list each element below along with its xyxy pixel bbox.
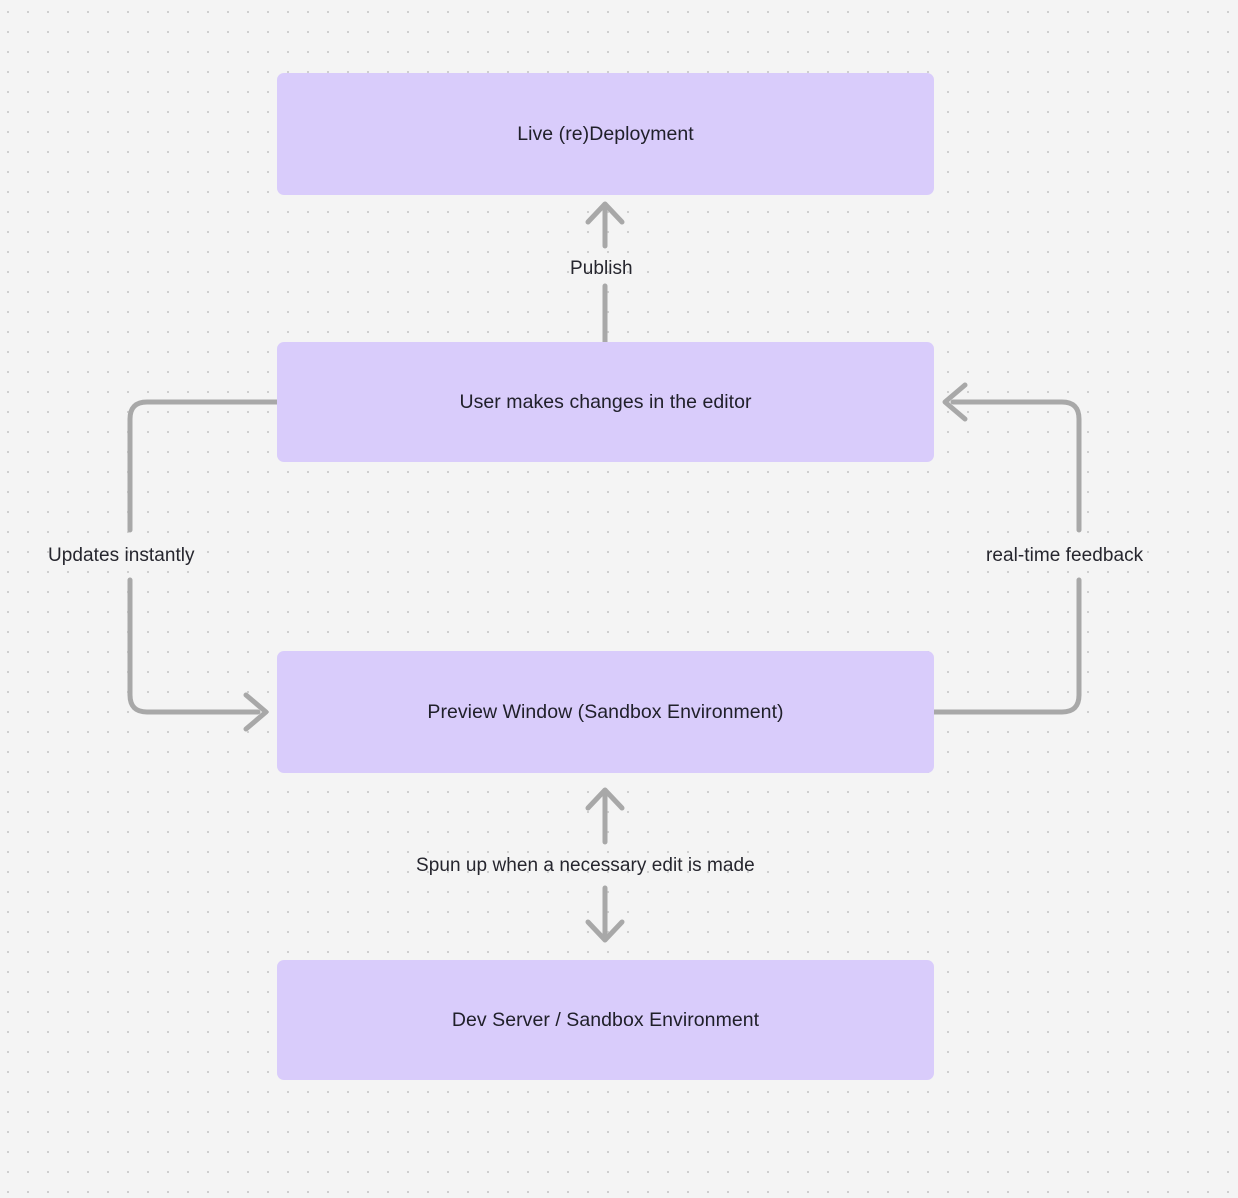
edge-feedback-upper-segment xyxy=(950,399,1082,533)
node-user-changes-label: User makes changes in the editor xyxy=(459,390,752,413)
edge-updates-lower-segment xyxy=(127,577,261,715)
arrowhead-right-icon xyxy=(243,692,269,732)
node-dev-server[interactable]: Dev Server / Sandbox Environment xyxy=(277,960,934,1080)
node-preview-window[interactable]: Preview Window (Sandbox Environment) xyxy=(277,651,934,773)
arrowhead-up-icon xyxy=(585,201,625,225)
node-user-changes[interactable]: User makes changes in the editor xyxy=(277,342,934,462)
arrowhead-left-icon xyxy=(942,382,968,422)
edge-label-publish: Publish xyxy=(570,258,633,279)
edge-updates-upper-segment xyxy=(127,399,280,533)
edge-label-updates-instantly: Updates instantly xyxy=(48,545,195,566)
edge-label-spun-up: Spun up when a necessary edit is made xyxy=(416,855,755,876)
arrowhead-up-icon xyxy=(585,787,625,811)
edge-feedback-lower-segment xyxy=(931,577,1082,715)
node-dev-server-label: Dev Server / Sandbox Environment xyxy=(451,1008,760,1031)
node-live-deployment[interactable]: Live (re)Deployment xyxy=(277,73,934,195)
node-preview-window-label: Preview Window (Sandbox Environment) xyxy=(427,700,784,723)
arrowhead-down-icon xyxy=(585,919,625,943)
edge-label-real-time-feedback: real-time feedback xyxy=(986,545,1144,566)
node-live-deployment-label: Live (re)Deployment xyxy=(517,122,694,145)
